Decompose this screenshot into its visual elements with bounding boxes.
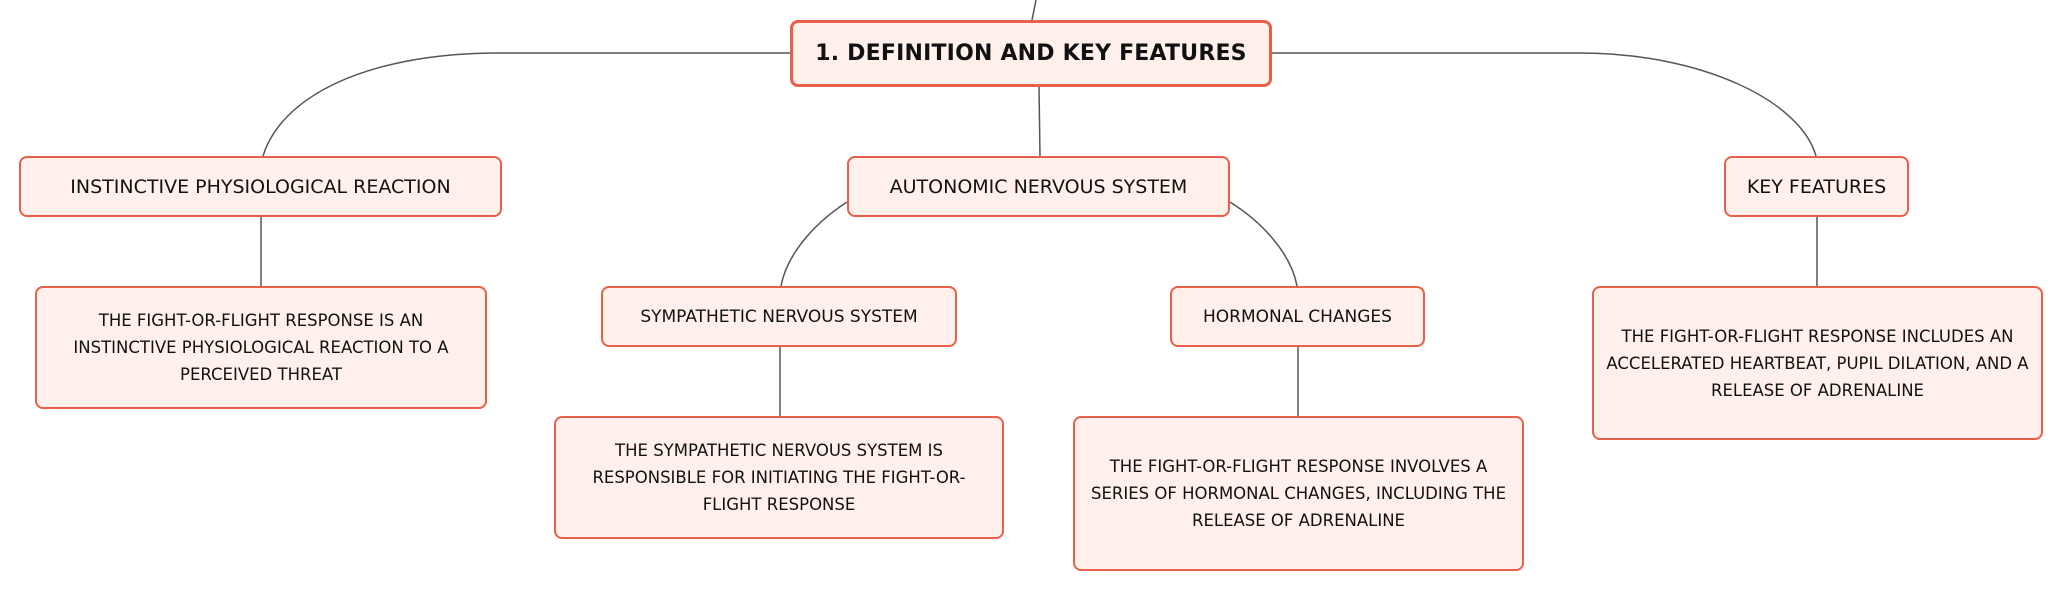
sub-node-sympathetic[interactable]: SYMPATHETIC NERVOUS SYSTEM xyxy=(601,286,957,347)
connector-autonomic-to-hormonal xyxy=(1229,201,1298,287)
connector-root-to-instinctive xyxy=(262,52,791,157)
branch-node-label: AUTONOMIC NERVOUS SYSTEM xyxy=(889,175,1188,198)
connector-root-to-key-features xyxy=(1272,52,1817,157)
connector-root-to-autonomic xyxy=(1038,86,1041,157)
detail-node-text: THE FIGHT-OR-FLIGHT RESPONSE IS AN INSTI… xyxy=(73,311,449,384)
detail-node-sympathetic[interactable]: THE SYMPATHETIC NERVOUS SYSTEM IS RESPON… xyxy=(554,416,1004,539)
root-node[interactable]: 1. DEFINITION AND KEY FEATURES xyxy=(790,20,1272,87)
sub-node-hormonal[interactable]: HORMONAL CHANGES xyxy=(1170,286,1425,347)
detail-node-text: THE FIGHT-OR-FLIGHT RESPONSE INCLUDES AN… xyxy=(1606,326,2029,400)
branch-node-label: KEY FEATURES xyxy=(1746,175,1887,198)
detail-node-text: THE SYMPATHETIC NERVOUS SYSTEM IS RESPON… xyxy=(592,441,966,514)
connector-autonomic-to-sympathetic xyxy=(780,201,848,287)
root-node-label: 1. DEFINITION AND KEY FEATURES xyxy=(815,41,1247,66)
branch-node-label: INSTINCTIVE PHYSIOLOGICAL REACTION xyxy=(70,175,451,198)
detail-node-text: THE FIGHT-OR-FLIGHT RESPONSE INVOLVES A … xyxy=(1090,457,1506,530)
connector-parent-to-root xyxy=(1031,0,1037,21)
detail-node-hormonal[interactable]: THE FIGHT-OR-FLIGHT RESPONSE INVOLVES A … xyxy=(1073,416,1524,571)
detail-node-key-features[interactable]: THE FIGHT-OR-FLIGHT RESPONSE INCLUDES AN… xyxy=(1592,286,2043,440)
sub-node-label: HORMONAL CHANGES xyxy=(1203,306,1392,327)
detail-node-instinctive[interactable]: THE FIGHT-OR-FLIGHT RESPONSE IS AN INSTI… xyxy=(35,286,487,409)
branch-node-key-features[interactable]: KEY FEATURES xyxy=(1724,156,1909,217)
sub-node-label: SYMPATHETIC NERVOUS SYSTEM xyxy=(640,306,918,327)
branch-node-instinctive[interactable]: INSTINCTIVE PHYSIOLOGICAL REACTION xyxy=(19,156,502,217)
branch-node-autonomic[interactable]: AUTONOMIC NERVOUS SYSTEM xyxy=(847,156,1230,217)
